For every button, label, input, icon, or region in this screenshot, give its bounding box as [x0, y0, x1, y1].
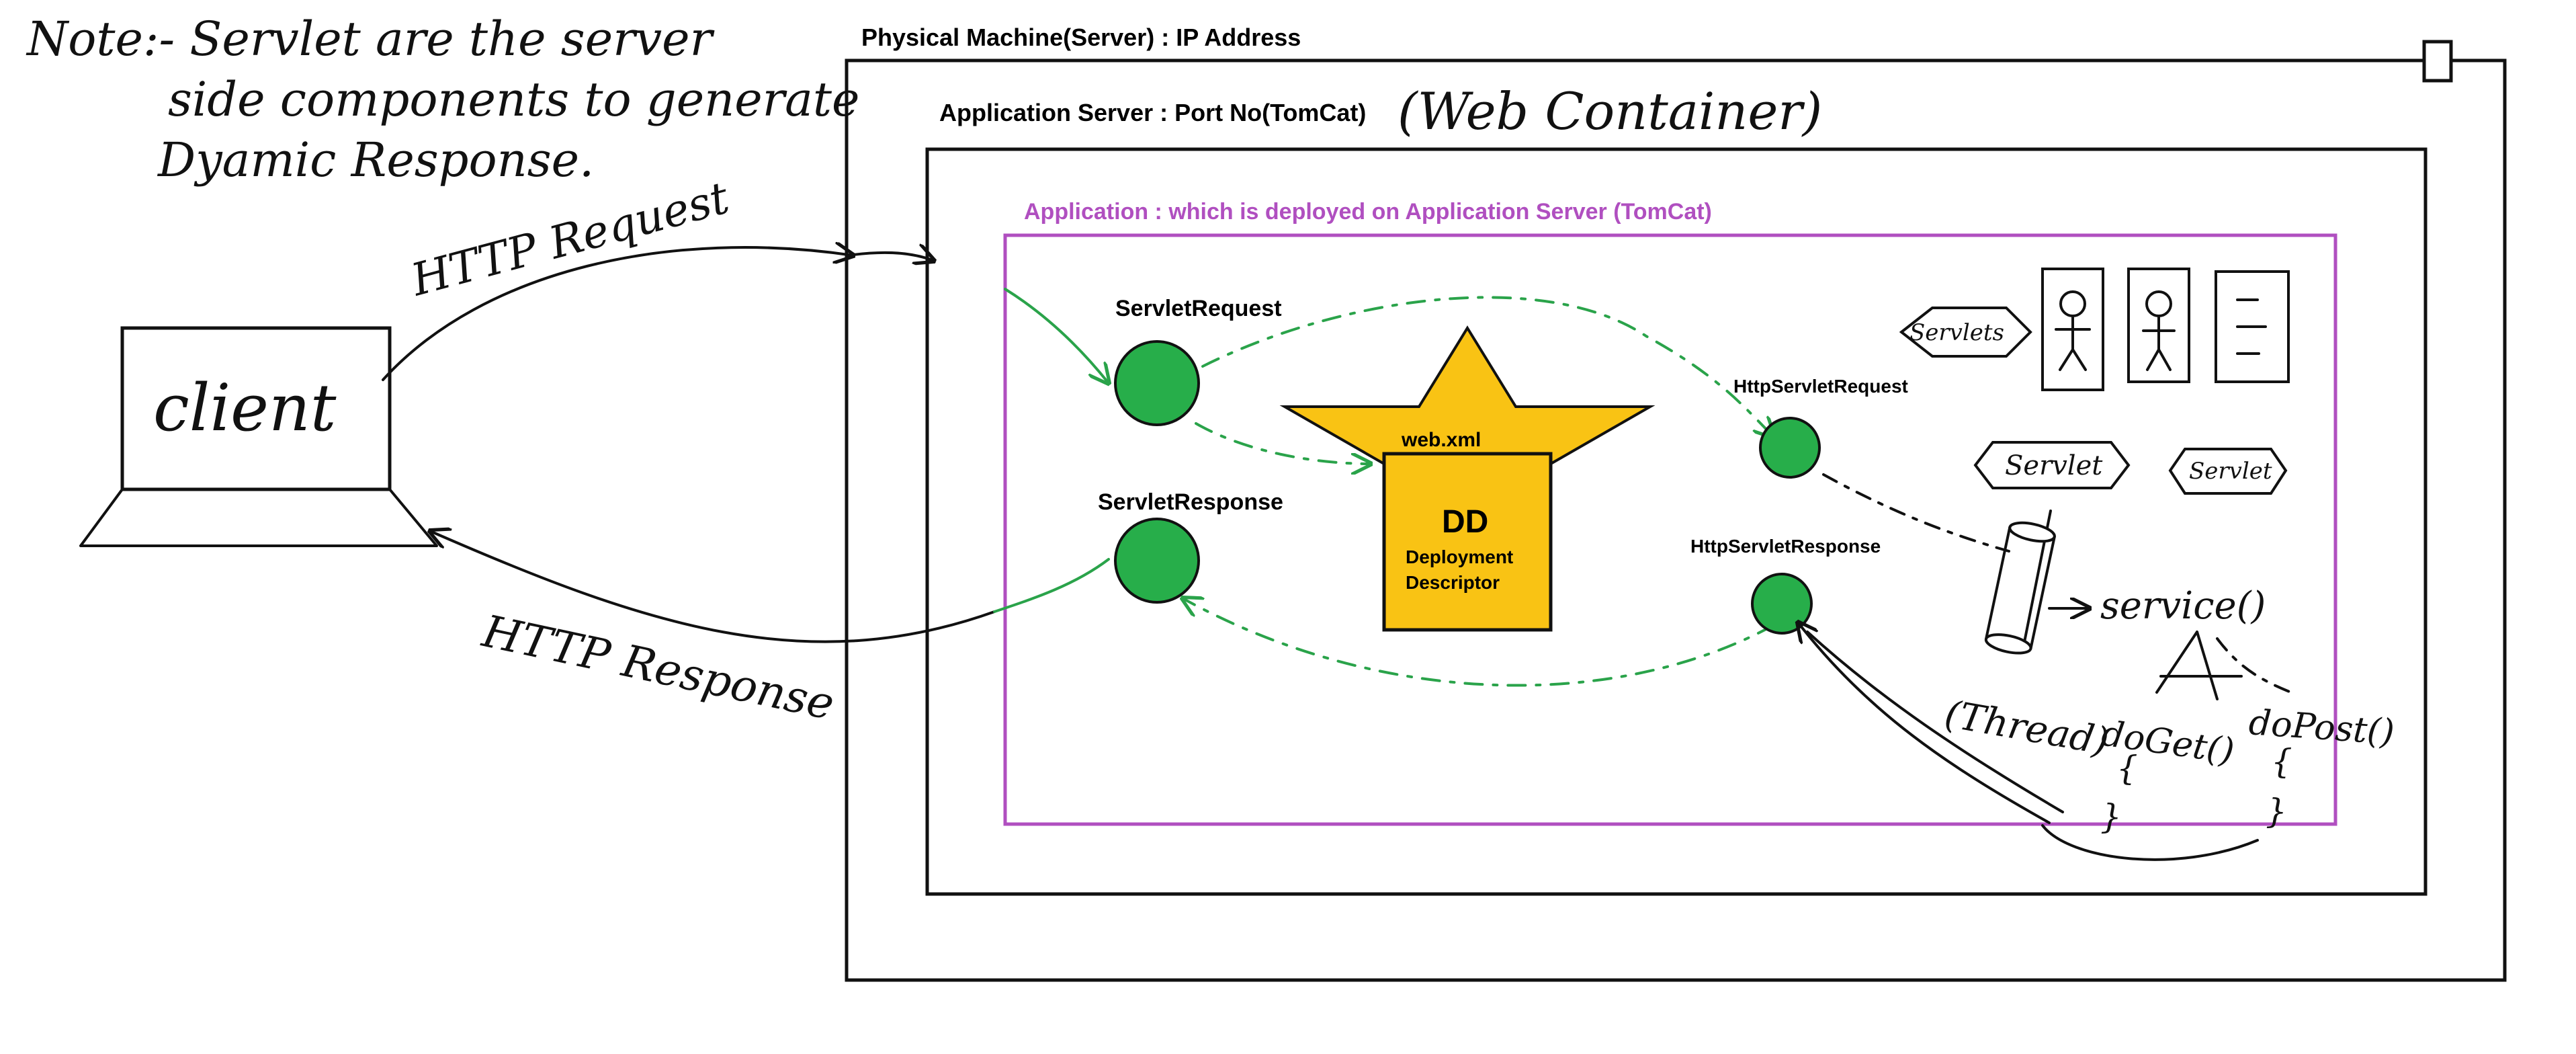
- http-request-line-1: [382, 247, 853, 381]
- servlet-request-label: ServletRequest: [1115, 296, 1282, 321]
- return-to-response-arrow-2: [1806, 631, 2064, 813]
- note-line-1: Note:- Servlet are the server: [26, 11, 715, 67]
- servlet-response: ServletResponse: [1098, 489, 1283, 604]
- dd-line-2: Descriptor: [1406, 572, 1500, 593]
- deployment-descriptor: web.xml DD Deployment Descriptor: [1279, 325, 1656, 632]
- servlet-response-label: ServletResponse: [1098, 489, 1283, 515]
- http-servlet-response: HttpServletResponse: [1690, 536, 1881, 635]
- request-flow-dashed: [1201, 296, 1774, 437]
- web-container-annotation: (Web Container): [1398, 81, 1822, 141]
- application-server-box: [925, 147, 2428, 896]
- return-to-response-arrow: [1798, 622, 2051, 824]
- servlet-response-node: [1114, 518, 1200, 604]
- application-label: Application : which is deployed on Appli…: [1024, 199, 1712, 225]
- application-box: [1003, 233, 2337, 826]
- response-flow-dashed: [1183, 598, 1775, 687]
- stick-figure-icon: [2055, 290, 2091, 371]
- client-label: client: [153, 370, 337, 446]
- http-servlet-request: HttpServletRequest: [1733, 376, 1908, 479]
- window-handle: [2422, 40, 2453, 83]
- http-response-line: [430, 531, 996, 643]
- brace-open-b: {: [2271, 742, 2292, 781]
- brace-open-a: {: [2116, 749, 2138, 788]
- servlet-request: ServletRequest: [1114, 296, 1282, 426]
- request-to-dd-dashed: [1195, 422, 1371, 464]
- thread-cylinder: [1984, 521, 2056, 655]
- servlets-label: Servlets: [1909, 319, 2004, 346]
- http-servlet-request-node: [1759, 417, 1821, 479]
- stick-figure-icon: [2142, 290, 2176, 371]
- servlet-b-label: Servlet: [2189, 458, 2272, 485]
- service-to-dopost-dashed: [2216, 637, 2292, 694]
- servlet-b: Servlet: [2168, 448, 2288, 495]
- service-branches: [2155, 631, 2243, 700]
- http-response-label: HTTP Response: [478, 605, 839, 730]
- http-response-arrow: HTTP Response: [430, 531, 996, 730]
- http-request-label: HTTP Request: [405, 171, 734, 306]
- thread-flow: service() (Thread) doGet() doPost() { } …: [1798, 510, 2396, 861]
- note-line-2: side components to generate: [168, 72, 859, 127]
- servlet-a: Servlet: [1973, 441, 2131, 489]
- http-request-arrow: HTTP Request: [382, 171, 934, 381]
- http-request-line-2: [847, 253, 934, 261]
- note: Note:- Servlet are the server side compo…: [26, 11, 859, 188]
- servlet-a-hexagon: [1973, 441, 2131, 489]
- return-curve: [2041, 824, 2259, 861]
- service-label: service(): [2100, 584, 2266, 628]
- brace-close-b: }: [2266, 792, 2287, 831]
- client-screen: [120, 326, 392, 491]
- http-servlet-response-node: [1751, 573, 1813, 635]
- application: Application : which is deployed on Appli…: [1003, 199, 2337, 826]
- physical-machine: Physical Machine(Server) : IP Address: [845, 24, 2507, 982]
- do-post-label: doPost(): [2247, 702, 2396, 753]
- servlets-hexagon: [1899, 307, 2032, 358]
- note-line-3: Dyamic Response.: [157, 132, 594, 188]
- http-servlet-response-label: HttpServletResponse: [1690, 536, 1881, 557]
- client-laptop: client: [79, 326, 438, 547]
- brace-close-a: }: [2100, 797, 2122, 836]
- client-keyboard-base: [79, 488, 438, 547]
- servlet-request-node: [1114, 340, 1200, 426]
- physical-machine-label: Physical Machine(Server) : IP Address: [861, 24, 1301, 51]
- web-xml-label: web.xml: [1401, 429, 1481, 451]
- response-out-of-app-line: [993, 558, 1110, 613]
- servlet-b-hexagon: [2168, 448, 2288, 495]
- dd-box: [1382, 452, 1553, 632]
- list-lines-icon: [2236, 298, 2267, 355]
- application-server: Application Server : Port No(TomCat) (We…: [925, 81, 2428, 896]
- request-into-app-arrow: [1004, 288, 1109, 383]
- request-to-thread-dashed: [1822, 473, 2010, 553]
- dd-title: DD: [1442, 504, 1488, 540]
- physical-machine-box: [845, 58, 2507, 982]
- dd-line-1: Deployment: [1406, 546, 1513, 567]
- http-servlet-request-label: HttpServletRequest: [1733, 376, 1908, 397]
- servlets-group: Servlets: [1899, 268, 2290, 391]
- application-server-label: Application Server : Port No(TomCat): [939, 99, 1366, 126]
- servlet-a-label: Servlet: [2005, 450, 2103, 481]
